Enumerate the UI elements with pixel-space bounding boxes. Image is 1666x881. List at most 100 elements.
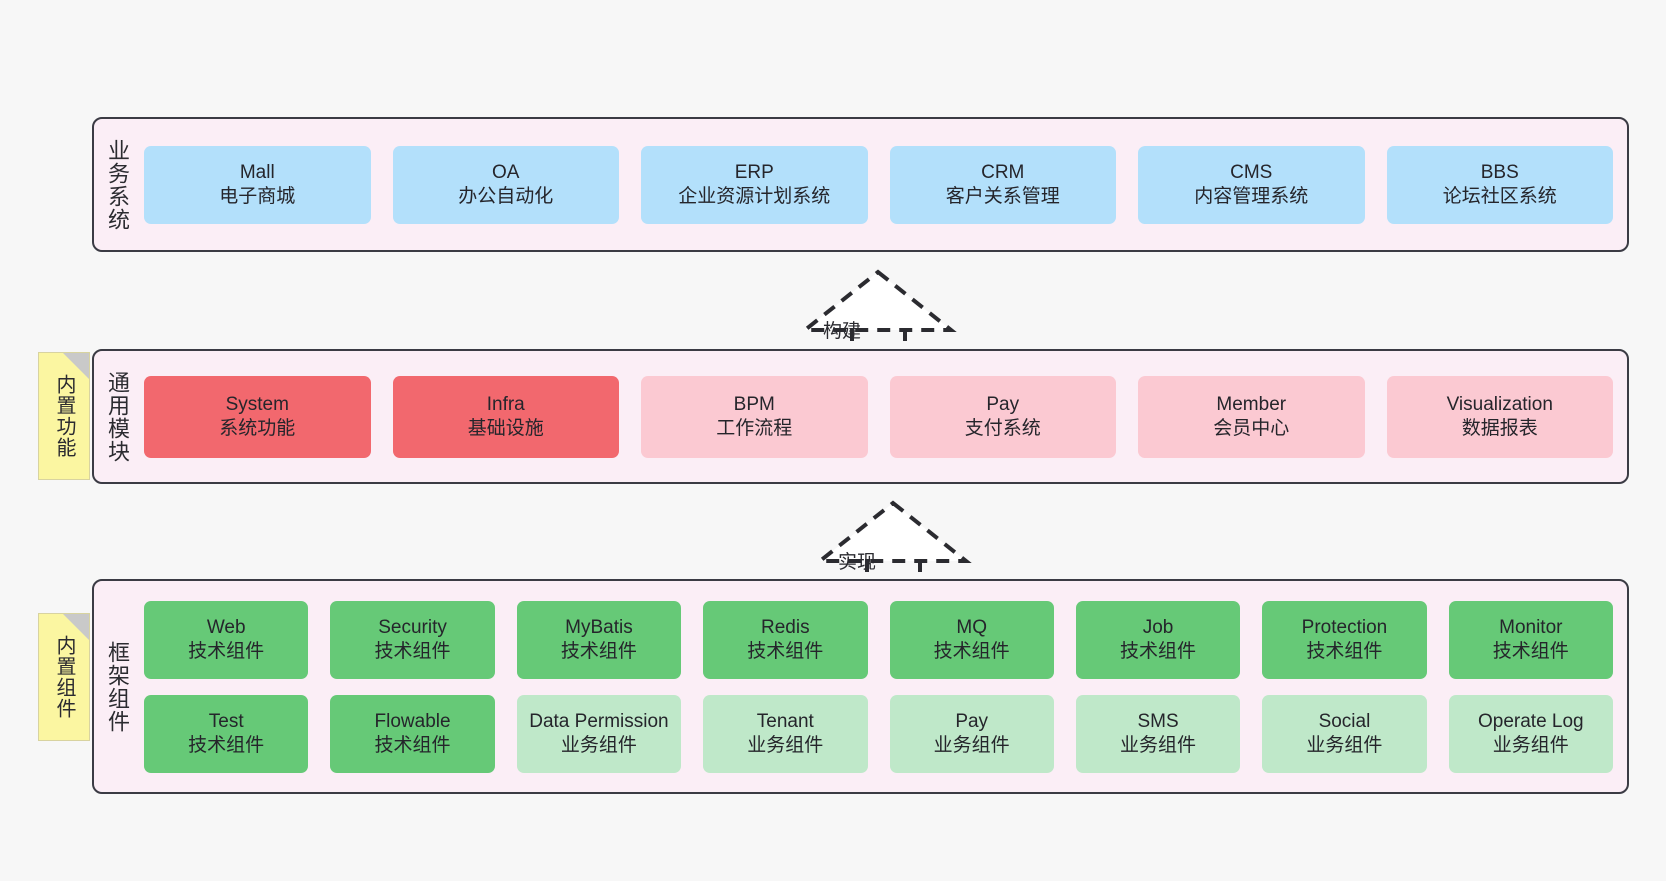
component-subtitle: 技术组件 — [1306, 640, 1383, 662]
component-bbs[interactable]: BBS 论坛社区系统 — [1386, 145, 1613, 224]
component-subtitle: 业务组件 — [1306, 734, 1383, 756]
component-row: Web 技术组件 Security 技术组件 MyBatis 技术组件 Redi… — [144, 600, 1613, 679]
component-title: BBS — [1480, 161, 1519, 183]
component-title: Protection — [1301, 616, 1388, 638]
component-title: MQ — [956, 616, 987, 638]
component-subtitle: 技术组件 — [374, 734, 451, 756]
component-subtitle: 业务组件 — [560, 734, 637, 756]
connector-build-arrow — [799, 269, 957, 358]
note-builtin-function: 内置功能 — [38, 352, 90, 480]
component-subtitle: 技术组件 — [188, 734, 265, 756]
component-title: Pay — [986, 393, 1020, 415]
component-tenant[interactable]: Tenant 业务组件 — [703, 694, 868, 773]
connector-implement-arrow — [814, 500, 972, 589]
component-mall[interactable]: Mall 电子商城 — [144, 145, 371, 224]
component-subtitle: 系统功能 — [219, 417, 296, 439]
layer-framework-component-label: 框架组件 — [104, 640, 130, 733]
component-subtitle: 技术组件 — [1120, 640, 1197, 662]
component-title: Security — [378, 616, 447, 638]
component-title: Mall — [239, 161, 275, 183]
component-monitor[interactable]: Monitor 技术组件 — [1448, 600, 1613, 679]
component-redis[interactable]: Redis 技术组件 — [703, 600, 868, 679]
component-visualization[interactable]: Visualization 数据报表 — [1386, 375, 1613, 458]
component-title: Visualization — [1446, 393, 1553, 415]
connector-build: 构建 — [795, 268, 960, 358]
component-bpm[interactable]: BPM 工作流程 — [641, 375, 868, 458]
component-subtitle: 业务组件 — [1492, 734, 1569, 756]
component-title: Job — [1142, 616, 1174, 638]
component-subtitle: 电子商城 — [219, 185, 296, 207]
component-flowable[interactable]: Flowable 技术组件 — [330, 694, 495, 773]
component-subtitle: 技术组件 — [747, 640, 824, 662]
connector-implement-label: 实现 — [838, 552, 877, 573]
component-title: Redis — [761, 616, 810, 638]
component-title: ERP — [734, 161, 774, 183]
component-protection[interactable]: Protection 技术组件 — [1262, 600, 1427, 679]
layer-business-system: 业务系统 Mall 电子商城 OA 办公自动化 ERP 企业资源计划系统 CRM… — [92, 117, 1629, 252]
component-subtitle: 会员中心 — [1213, 417, 1290, 439]
layer-business-system-body: Mall 电子商城 OA 办公自动化 ERP 企业资源计划系统 CRM 客户关系… — [140, 119, 1627, 250]
component-mybatis[interactable]: MyBatis 技术组件 — [516, 600, 682, 679]
component-infra[interactable]: Infra 基础设施 — [392, 375, 619, 458]
component-title: Pay — [955, 710, 989, 732]
component-subtitle: 工作流程 — [716, 417, 793, 439]
component-title: System — [225, 393, 289, 415]
component-test[interactable]: Test 技术组件 — [144, 694, 309, 773]
note-builtin-component: 内置组件 — [38, 613, 90, 741]
layer-framework-component: 框架组件 Web 技术组件 Security 技术组件 MyBatis 技术组件… — [92, 579, 1629, 794]
component-subtitle: 办公自动化 — [458, 185, 554, 207]
layer-common-module-body: System 系统功能 Infra 基础设施 BPM 工作流程 Pay 支付系统… — [140, 351, 1627, 482]
component-subtitle: 业务组件 — [933, 734, 1010, 756]
component-subtitle: 企业资源计划系统 — [678, 185, 831, 207]
component-title: Tenant — [756, 710, 814, 732]
component-oa[interactable]: OA 办公自动化 — [392, 145, 619, 224]
note-builtin-component-label: 内置组件 — [53, 635, 75, 719]
layer-framework-component-body: Web 技术组件 Security 技术组件 MyBatis 技术组件 Redi… — [140, 581, 1627, 792]
note-builtin-function-label: 内置功能 — [53, 374, 75, 458]
component-subtitle: 技术组件 — [1492, 640, 1569, 662]
component-system[interactable]: System 系统功能 — [144, 375, 371, 458]
component-subtitle: 业务组件 — [747, 734, 824, 756]
component-subtitle: 技术组件 — [374, 640, 451, 662]
component-title: Member — [1216, 393, 1287, 415]
component-cms[interactable]: CMS 内容管理系统 — [1138, 145, 1365, 224]
component-title: BPM — [733, 393, 775, 415]
component-job[interactable]: Job 技术组件 — [1075, 600, 1241, 679]
component-pay[interactable]: Pay 支付系统 — [889, 375, 1116, 458]
layer-common-module-label: 通用模块 — [104, 370, 130, 463]
component-crm[interactable]: CRM 客户关系管理 — [889, 145, 1116, 224]
component-subtitle: 支付系统 — [964, 417, 1041, 439]
component-sms[interactable]: SMS 业务组件 — [1075, 694, 1241, 773]
component-title: Data Permission — [529, 710, 669, 732]
component-operate-log[interactable]: Operate Log 业务组件 — [1448, 694, 1613, 773]
component-subtitle: 数据报表 — [1461, 417, 1538, 439]
component-title: Web — [206, 616, 246, 638]
layer-business-system-label: 业务系统 — [104, 138, 130, 231]
component-row: Mall 电子商城 OA 办公自动化 ERP 企业资源计划系统 CRM 客户关系… — [144, 145, 1613, 224]
component-member[interactable]: Member 会员中心 — [1138, 375, 1365, 458]
component-title: OA — [492, 161, 520, 183]
component-erp[interactable]: ERP 企业资源计划系统 — [641, 145, 868, 224]
component-security[interactable]: Security 技术组件 — [330, 600, 495, 679]
note-fold-corner-icon — [63, 614, 89, 640]
component-subtitle: 技术组件 — [188, 640, 265, 662]
component-subtitle: 技术组件 — [933, 640, 1010, 662]
component-title: Flowable — [374, 710, 451, 732]
layer-common-module: 通用模块 System 系统功能 Infra 基础设施 BPM 工作流程 Pay… — [92, 349, 1629, 484]
connector-build-label: 构建 — [823, 321, 862, 342]
component-subtitle: 论坛社区系统 — [1442, 185, 1557, 207]
component-row: System 系统功能 Infra 基础设施 BPM 工作流程 Pay 支付系统… — [144, 375, 1613, 458]
component-data-permission[interactable]: Data Permission 业务组件 — [516, 694, 682, 773]
component-title: CRM — [981, 161, 1025, 183]
component-mq[interactable]: MQ 技术组件 — [889, 600, 1054, 679]
component-subtitle: 客户关系管理 — [945, 185, 1060, 207]
component-subtitle: 基础设施 — [467, 417, 544, 439]
component-pay-business[interactable]: Pay 业务组件 — [889, 694, 1054, 773]
component-web[interactable]: Web 技术组件 — [144, 600, 309, 679]
component-title: CMS — [1230, 161, 1273, 183]
component-subtitle: 业务组件 — [1120, 734, 1197, 756]
component-social[interactable]: Social 业务组件 — [1262, 694, 1427, 773]
component-title: MyBatis — [565, 616, 633, 638]
component-title: Test — [208, 710, 244, 732]
